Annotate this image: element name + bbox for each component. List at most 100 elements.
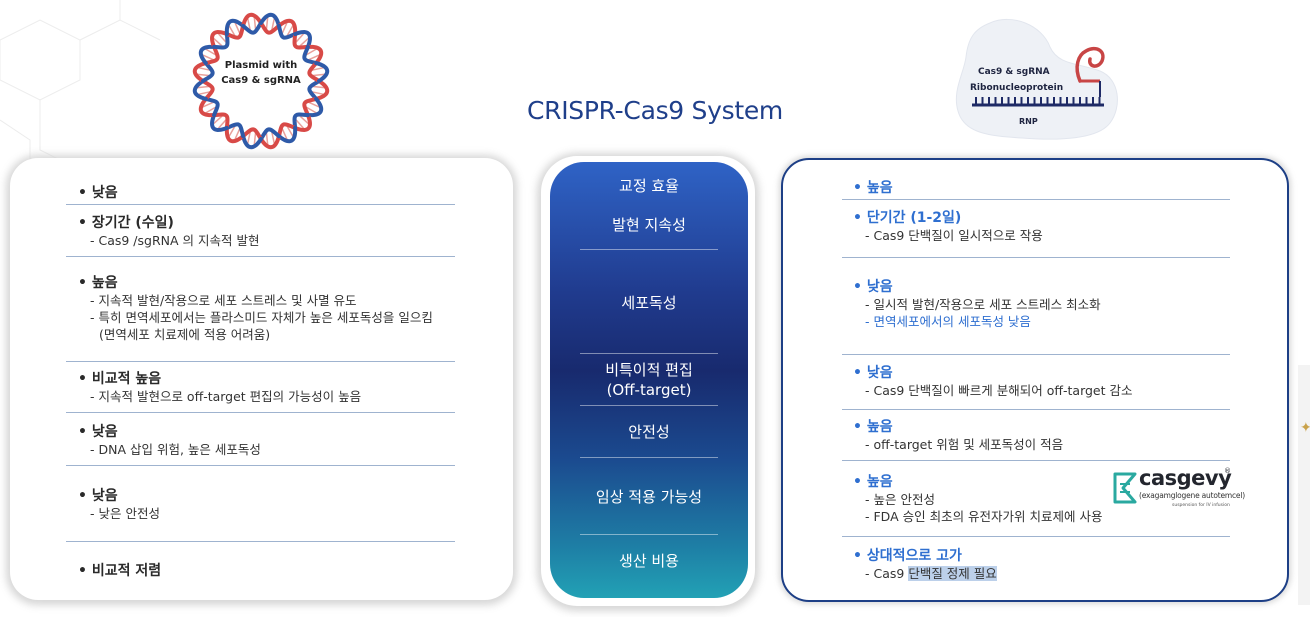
row-divider (842, 354, 1230, 355)
row-divider (66, 204, 455, 205)
diagram-title: CRISPR-Cas9 System (526, 96, 783, 125)
rnp-cytotoxicity: 낮음 - 일시적 발현/작용으로 세포 스트레스 최소화 - 면역세포에서의 세… (853, 276, 1101, 330)
value-label: 낮음 (853, 362, 1132, 382)
criterion-clinical-applicability: 임상 적용 가능성 (595, 488, 703, 506)
plasmid-off-target: 비교적 높음 - 지속적 발현으로 off-target 편집의 가능성이 높음 (78, 368, 361, 405)
criterion-safety: 안전성 (628, 423, 670, 441)
rnp-cost: 상대적으로 고가 - Cas9 단백질 정제 필요 (853, 545, 997, 582)
plasmid-duration: 장기간 (수일) - Cas9 /sgRNA 의 지속적 발현 (78, 212, 259, 249)
value-label: 높음 (853, 471, 1103, 491)
value-label: 상대적으로 고가 (853, 545, 997, 565)
row-divider (66, 465, 455, 466)
row-divider (842, 460, 1230, 461)
dna-strand (224, 23, 246, 40)
dna-strand (276, 23, 298, 40)
rnp-efficiency: 높음 (853, 177, 893, 197)
criteria-pill: 교정 효율 발현 지속성 세포독성 비특이적 편집 (Off-target) 안… (550, 162, 748, 598)
dna-strand (276, 125, 298, 144)
dna-strand (241, 12, 263, 28)
dna-strand (305, 96, 324, 118)
plasmid-label-line1: Plasmid with (224, 60, 298, 71)
dna-strand (203, 44, 220, 66)
row-divider (842, 199, 1230, 200)
rnp-label-line3: RNP (1019, 117, 1038, 126)
detail-text: - 면역세포에서의 세포독성 낮음 (865, 314, 1031, 329)
dna-strand (259, 21, 281, 35)
row-divider (66, 412, 455, 413)
dna-strand (212, 112, 230, 130)
dna-strand (241, 127, 263, 141)
row-divider (842, 536, 1230, 537)
dna-strand (276, 18, 298, 37)
dna-strand (314, 61, 330, 83)
plasmid-efficiency: 낮음 (78, 182, 118, 202)
detail-text: - Cas9 단백질이 일시적으로 작용 (865, 228, 1043, 243)
row-divider (66, 361, 455, 362)
detail-text: - Cas9 단백질 정제 필요 (853, 565, 997, 582)
value-label: 낮음 (78, 485, 160, 505)
detail-text: - 일시적 발현/작용으로 세포 스트레스 최소화 (865, 297, 1101, 312)
dna-strand (224, 122, 246, 139)
row-divider (842, 257, 1230, 258)
edge-decoration (1298, 365, 1310, 605)
detail-text: - FDA 승인 최초의 유전자가위 치료제에 사용 (865, 509, 1103, 524)
dna-strand (259, 12, 281, 28)
value-label: 높음 (853, 177, 893, 197)
rnp-clinical: 높음 - 높은 안전성 - FDA 승인 최초의 유전자가위 치료제에 사용 (853, 471, 1103, 525)
rnp-duration: 단기간 (1-2일) - Cas9 단백질이 일시적으로 작용 (853, 207, 1043, 244)
criteria-divider (580, 249, 718, 250)
dna-strand (259, 134, 281, 150)
criteria-divider (580, 405, 718, 406)
dna-strand (201, 61, 215, 83)
dna-strand (201, 79, 215, 101)
detail-text: - Cas9 /sgRNA 의 지속적 발현 (90, 233, 260, 248)
dna-strand (293, 30, 312, 49)
detail-text: - DNA 삽입 위험, 높은 세포독성 (90, 442, 261, 457)
dna-strand (305, 44, 324, 66)
value-label: 비교적 높음 (78, 368, 361, 388)
dna-strand (210, 113, 229, 132)
leaf-icon: ✦ (1300, 420, 1310, 436)
criterion-expression-duration: 발현 지속성 (612, 216, 686, 234)
detail-text-part: - Cas9 (865, 566, 909, 581)
value-label: 낮음 (78, 421, 261, 441)
dna-strand (293, 113, 312, 132)
value-label: 높음 (78, 272, 433, 292)
rnp-protein-icon (955, 18, 1118, 140)
dna-strand (276, 122, 298, 139)
detail-text: - 낮은 안전성 (90, 506, 160, 521)
dna-strand (259, 127, 281, 141)
criteria-divider (580, 457, 718, 458)
plasmid-dna-ring-icon (192, 12, 330, 150)
rnp-safety: 높음 - off-target 위험 및 세포독성이 적음 (853, 416, 1063, 453)
value-label: 단기간 (1-2일) (853, 207, 1043, 227)
dna-strand (212, 32, 230, 50)
casgevy-form: suspension for IV infusion (1172, 503, 1230, 508)
criterion-cytotoxicity: 세포독성 (621, 294, 677, 312)
dna-strand (203, 96, 220, 118)
casgevy-registered-mark: ® (1224, 467, 1231, 475)
criteria-divider (580, 353, 718, 354)
casgevy-logo-icon (1113, 472, 1137, 504)
value-label: 낮음 (853, 276, 1101, 296)
dna-strand (241, 21, 263, 35)
highlighted-text: 단백질 정제 필요 (908, 566, 997, 581)
dna-strand (210, 30, 229, 49)
rnp-label-line1: Cas9 & sgRNA (978, 67, 1050, 77)
dna-strand (302, 44, 319, 66)
casgevy-generic-name: (exagamglogene autotemcel) (1139, 491, 1245, 500)
casgevy-brand-name: casgevy (1139, 466, 1232, 490)
plasmid-cost: 비교적 저렴 (78, 560, 161, 580)
dna-strand (198, 44, 217, 66)
criteria-divider (580, 534, 718, 535)
dna-strand (192, 61, 208, 83)
detail-text: - 지속적 발현으로 off-target 편집의 가능성이 높음 (90, 389, 362, 404)
plasmid-clinical: 낮음 - 낮은 안전성 (78, 485, 160, 522)
value-label: 높음 (853, 416, 1063, 436)
row-divider (66, 256, 455, 257)
row-divider (66, 541, 455, 542)
dna-strand (224, 125, 246, 144)
rnp-off-target: 낮음 - Cas9 단백질이 빠르게 분해되어 off-target 감소 (853, 362, 1132, 399)
criterion-editing-efficiency: 교정 효율 (619, 177, 679, 195)
detail-text: - 특히 면역세포에서는 플라스미드 자체가 높은 세포독성을 일으킴 (90, 310, 433, 325)
